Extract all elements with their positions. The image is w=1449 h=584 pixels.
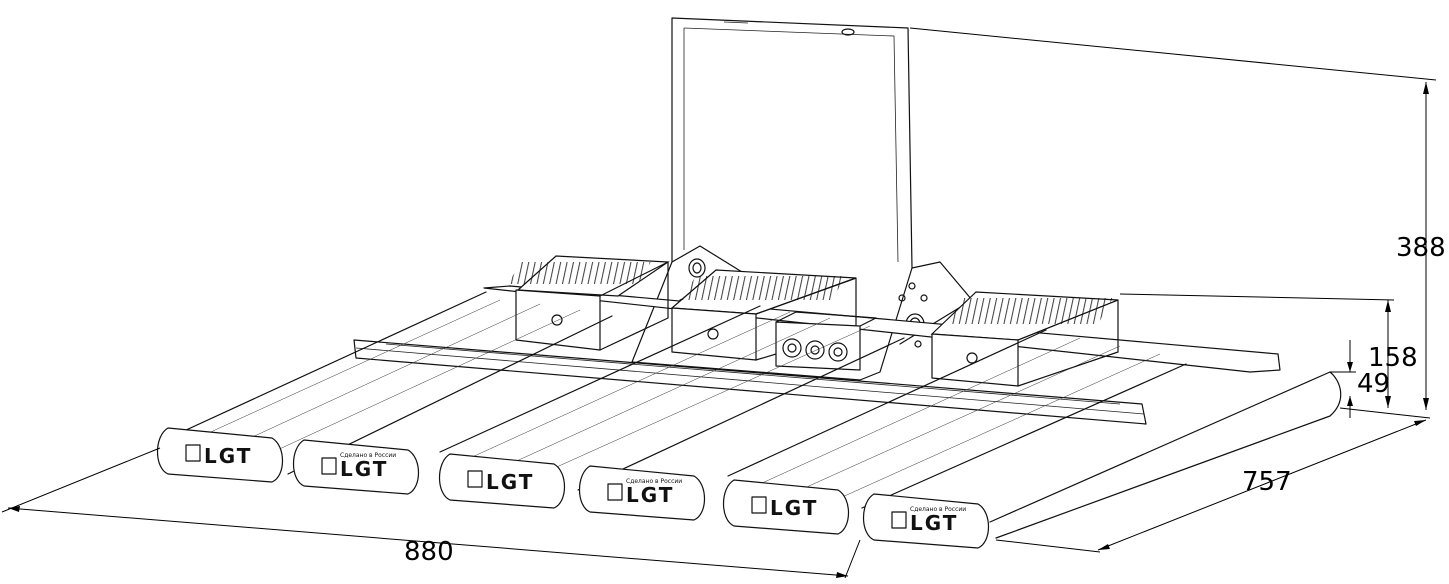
logo-text: LGT <box>340 457 388 481</box>
logo-1: LGT <box>185 444 252 468</box>
driver-right <box>930 291 1119 387</box>
dimension-880-label: 880 <box>404 537 454 567</box>
logo-2: Сделано в России LGT <box>321 452 396 481</box>
made-in-label: Сделано в России <box>340 452 396 459</box>
logo-text: LGT <box>486 470 534 494</box>
dimension-388-label: 388 <box>1396 233 1446 263</box>
dimension-757-label: 757 <box>1242 467 1292 497</box>
dimension-757: 757 <box>995 407 1431 553</box>
logo-text: LGT <box>910 511 958 535</box>
dimension-49-label: 49 <box>1357 369 1390 399</box>
dimension-158-label: 158 <box>1368 343 1418 373</box>
logo-6: Сделано в России LGT <box>891 506 966 535</box>
made-in-label: Сделано в России <box>626 478 682 485</box>
dimension-158: 158 <box>1119 293 1418 408</box>
dimension-388: 388 <box>909 27 1446 410</box>
logo-text: LGT <box>626 483 674 507</box>
logo-3: LGT <box>467 470 534 494</box>
made-in-label: Сделано в России <box>910 506 966 513</box>
logo-5: LGT <box>751 496 818 520</box>
dimension-49: 49 <box>1330 340 1390 418</box>
logo-text: LGT <box>770 496 818 520</box>
driver-center <box>670 269 857 361</box>
dimension-880: 880 <box>1 447 861 579</box>
logo-text: LGT <box>204 444 252 468</box>
junction-box <box>775 311 877 371</box>
led-modules: LGT Сделано в России LGT LGT Сделано в Р… <box>156 291 1342 549</box>
logo-4: Сделано в России LGT <box>607 478 682 507</box>
